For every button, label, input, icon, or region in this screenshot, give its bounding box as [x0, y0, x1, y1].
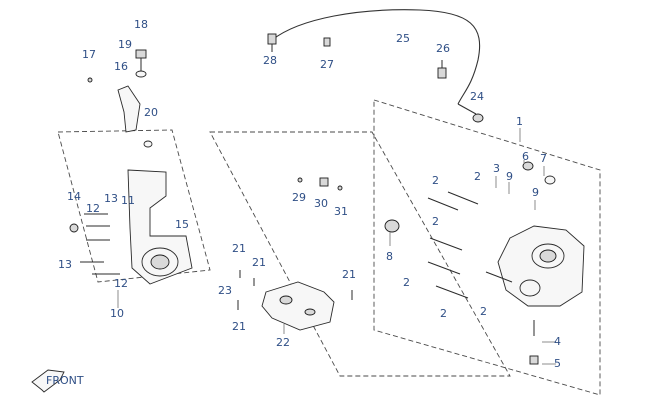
callout-21b: 21	[252, 256, 266, 269]
callout-8: 8	[386, 250, 393, 263]
callout-11: 11	[121, 194, 135, 207]
callout-20: 20	[144, 106, 158, 119]
callout-18: 18	[134, 18, 148, 31]
callout-4: 4	[554, 335, 561, 348]
direction-arrow: FRONT	[31, 369, 84, 393]
callout-labels: 1 2 2 2 2 2 2 3 4 5 6 7 8 9 9 10 11 12 1…	[58, 18, 561, 370]
mounting-plate	[237, 177, 353, 331]
callout-7: 7	[540, 152, 547, 165]
callout-2d: 2	[403, 276, 410, 289]
callout-29: 29	[292, 191, 306, 204]
fitting-27	[323, 37, 331, 47]
callout-5: 5	[554, 357, 561, 370]
callout-28: 28	[263, 54, 277, 67]
callout-21a: 21	[232, 242, 246, 255]
breather-assembly	[87, 49, 153, 148]
cable-hose	[271, 9, 481, 105]
callout-31: 31	[334, 205, 348, 218]
callout-9b: 9	[532, 186, 539, 199]
cable-hose-end	[457, 103, 477, 115]
callout-16: 16	[114, 60, 128, 73]
callout-19: 19	[118, 38, 132, 51]
callout-2c: 2	[432, 215, 439, 228]
callout-14: 14	[67, 190, 81, 203]
callout-21d: 21	[232, 320, 246, 333]
callout-3: 3	[493, 162, 500, 175]
callout-9a: 9	[506, 170, 513, 183]
callout-10: 10	[110, 307, 124, 320]
bolt-26	[437, 60, 447, 79]
grommet-24	[472, 113, 484, 123]
callout-2b: 2	[474, 170, 481, 183]
main-housing	[384, 161, 585, 365]
callout-23: 23	[218, 284, 232, 297]
fitting-28	[267, 33, 277, 52]
callout-12a: 12	[86, 202, 100, 215]
callout-2a: 2	[432, 174, 439, 187]
callout-17: 17	[82, 48, 96, 61]
callout-27: 27	[320, 58, 334, 71]
callout-25: 25	[396, 32, 410, 45]
callout-13b: 13	[58, 258, 72, 271]
callout-13a: 13	[104, 192, 118, 205]
callout-26: 26	[436, 42, 450, 55]
callout-30: 30	[314, 197, 328, 210]
direction-arrow-label: FRONT	[46, 374, 84, 387]
callout-22: 22	[276, 336, 290, 349]
callout-15: 15	[175, 218, 189, 231]
leader-lines	[117, 128, 556, 365]
callout-2e: 2	[440, 307, 447, 320]
callout-2f: 2	[480, 305, 487, 318]
callout-1: 1	[516, 115, 523, 128]
callout-6: 6	[522, 150, 529, 163]
callout-21c: 21	[342, 268, 356, 281]
callout-12b: 12	[114, 277, 128, 290]
frame-middle-plate	[209, 131, 511, 377]
callout-24: 24	[470, 90, 484, 103]
side-cover	[69, 169, 193, 285]
